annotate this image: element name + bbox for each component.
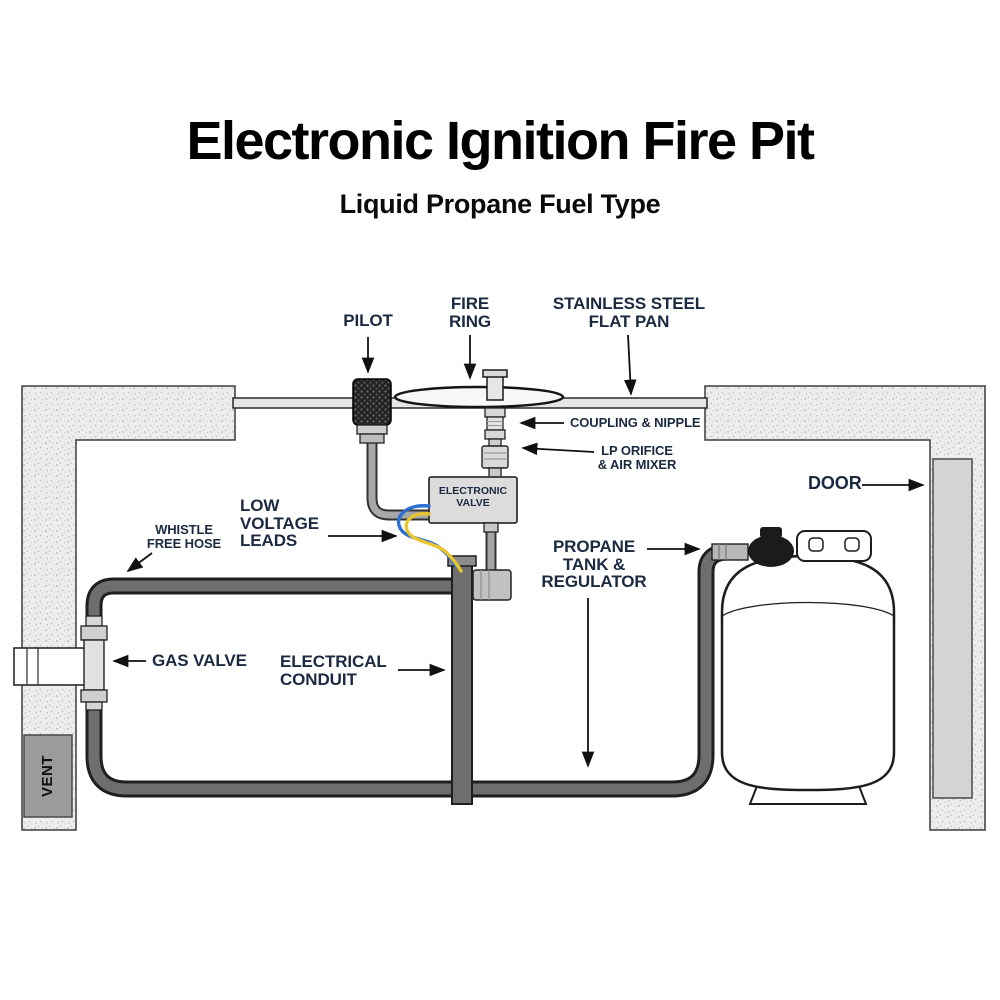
electrical-conduit-shape bbox=[447, 555, 477, 805]
propane-tank-shape bbox=[711, 527, 896, 805]
regulator-knob bbox=[760, 527, 782, 538]
label-arrows bbox=[112, 334, 925, 768]
page-subtitle: Liquid Propane Fuel Type bbox=[339, 189, 661, 219]
label-lp-orifice: LP ORIFICE & AIR MIXER bbox=[597, 443, 677, 472]
gas-valve-assembly bbox=[13, 615, 108, 711]
electronic-valve-box bbox=[428, 476, 518, 533]
fire-ring-shape bbox=[393, 369, 565, 409]
page-title: Electronic Ignition Fire Pit bbox=[186, 111, 815, 171]
label-pilot: PILOT bbox=[343, 311, 393, 330]
label-fire-ring: FIRE RING bbox=[448, 294, 492, 331]
pilot-assembly bbox=[352, 378, 452, 521]
label-whistle-hose: WHISTLE FREE HOSE bbox=[146, 522, 222, 551]
label-vent: VENT bbox=[39, 754, 57, 798]
label-electrical-conduit: ELECTRICAL CONDUIT bbox=[280, 652, 387, 689]
arrow-lp-orifice bbox=[521, 442, 595, 456]
label-coupling-nipple: COUPLING & NIPPLE bbox=[570, 415, 701, 430]
coupling-nipple-fitting bbox=[484, 407, 506, 447]
arrow-flat-pan bbox=[623, 334, 637, 396]
vent-block bbox=[23, 734, 73, 818]
label-gas-valve: GAS VALVE bbox=[152, 651, 247, 670]
arrow-whistle-hose bbox=[126, 552, 153, 573]
label-door: DOOR bbox=[808, 473, 862, 493]
label-low-voltage: LOW VOLTAGE LEADS bbox=[240, 496, 319, 551]
enclosure-left-wall bbox=[21, 385, 236, 831]
label-flat-pan: STAINLESS STEEL FLAT PAN bbox=[552, 294, 706, 331]
low-voltage-wires bbox=[396, 504, 463, 573]
regulator-body bbox=[748, 535, 794, 567]
lp-orifice-air-mixer-fitting bbox=[481, 445, 509, 480]
tank-hose-fitting bbox=[711, 543, 749, 561]
label-electronic-valve: ELECTRONIC VALVE bbox=[438, 485, 508, 510]
door-panel bbox=[932, 458, 973, 799]
label-propane-tank: PROPANE TANK & REGULATOR bbox=[541, 537, 647, 592]
valve-junction-fitting bbox=[472, 524, 512, 601]
